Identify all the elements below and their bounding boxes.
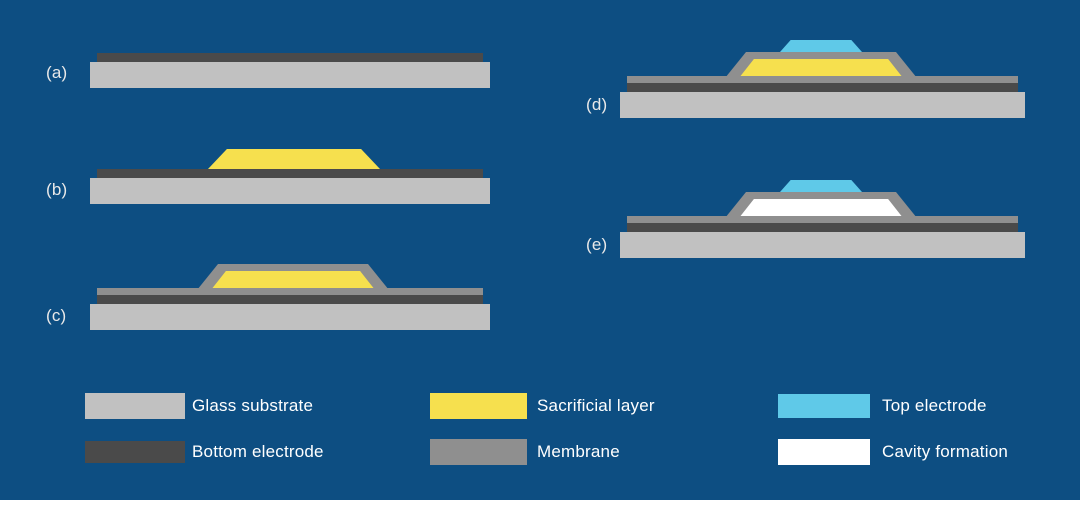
bottom-electrode-layer bbox=[97, 169, 483, 178]
legend-label-top-electrode: Top electrode bbox=[882, 396, 987, 415]
bottom-border bbox=[0, 500, 1080, 506]
bottom-electrode-layer bbox=[627, 83, 1018, 92]
top-electrode-shape bbox=[780, 180, 862, 192]
step-label-b: (b) bbox=[46, 180, 68, 199]
legend-label-membrane: Membrane bbox=[537, 442, 620, 461]
step-e bbox=[620, 180, 1025, 258]
step-label-d: (d) bbox=[586, 95, 608, 114]
step-b bbox=[90, 149, 490, 204]
bottom-electrode-layer bbox=[97, 295, 483, 304]
step-label-c: (c) bbox=[46, 306, 67, 325]
legend-swatch-glass-substrate bbox=[85, 393, 185, 419]
membrane-layer bbox=[97, 288, 483, 295]
bottom-electrode-layer bbox=[97, 53, 483, 62]
step-c bbox=[90, 264, 490, 330]
glass-substrate-layer bbox=[90, 62, 490, 88]
membrane-layer bbox=[627, 76, 1018, 83]
step-label-a: (a) bbox=[46, 63, 68, 82]
glass-substrate-layer bbox=[90, 178, 490, 204]
glass-substrate-layer bbox=[620, 92, 1025, 118]
step-a bbox=[90, 53, 490, 88]
membrane-layer bbox=[627, 216, 1018, 223]
legend-label-cavity-formation: Cavity formation bbox=[882, 442, 1009, 461]
sacrificial-layer-shape bbox=[208, 149, 380, 169]
legend-swatch-cavity-formation bbox=[778, 439, 870, 465]
top-electrode-shape bbox=[780, 40, 862, 52]
legend-swatch-sacrificial-layer bbox=[430, 393, 527, 419]
glass-substrate-layer bbox=[90, 304, 490, 330]
legend-swatch-top-electrode bbox=[778, 394, 870, 418]
legend-label-glass-substrate: Glass substrate bbox=[192, 396, 314, 415]
glass-substrate-layer bbox=[620, 232, 1025, 258]
step-label-e: (e) bbox=[586, 235, 608, 254]
bottom-electrode-layer bbox=[627, 223, 1018, 232]
step-d bbox=[620, 40, 1025, 118]
legend-label-sacrificial-layer: Sacrificial layer bbox=[537, 396, 655, 415]
legend-swatch-bottom-electrode bbox=[85, 441, 185, 463]
legend-swatch-membrane bbox=[430, 439, 527, 465]
legend-label-bottom-electrode: Bottom electrode bbox=[192, 442, 324, 461]
